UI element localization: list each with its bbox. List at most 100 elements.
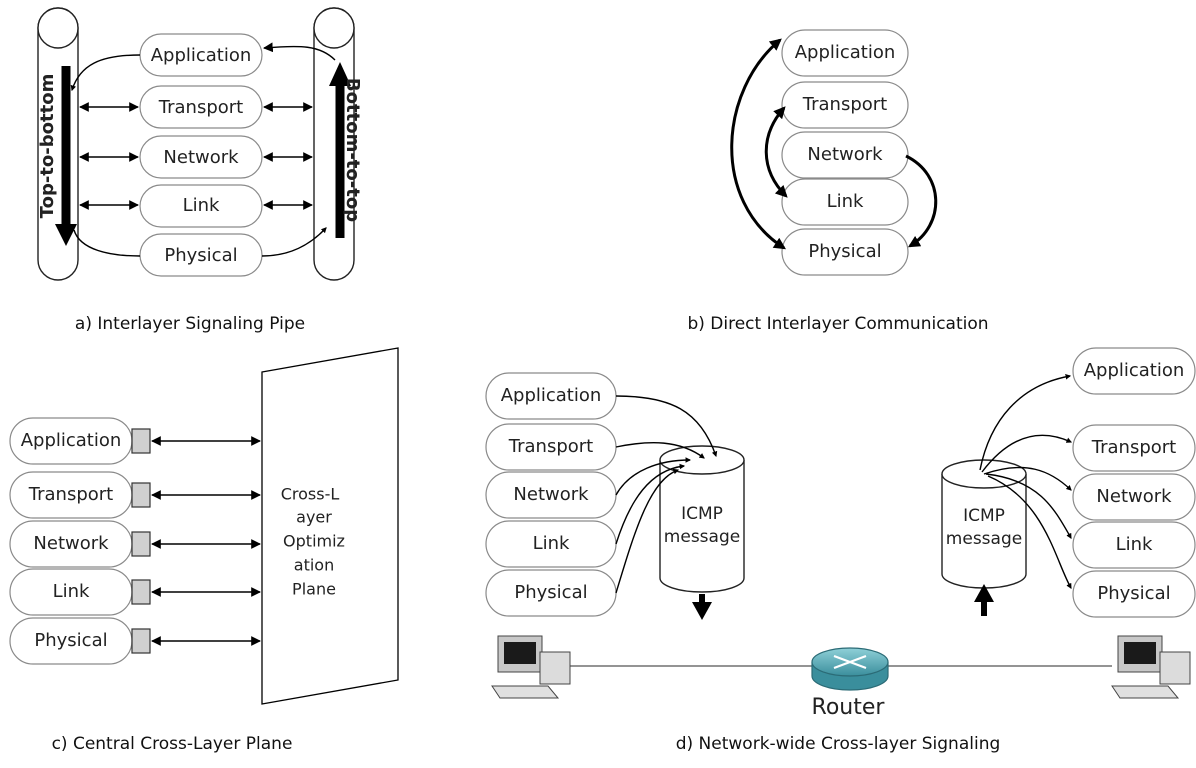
curve-left-pipe-to-physical [73,229,141,257]
left-computer-icon [491,635,571,699]
layer-label-application: Application [795,42,896,63]
layer-label-transport: Transport [28,484,113,505]
right-computer-icon [1111,635,1191,699]
layer-label-network: Network [513,484,589,505]
right-signaling-pipe: Bottom-to-top [313,7,363,281]
right-host-layers: Application Transport Network Link Physi… [1072,347,1196,618]
panel-c-layers: Application Transport Network Link Physi… [9,417,133,665]
layer-label-physical: Physical [514,582,587,603]
curve-icmp-to-physical [987,475,1072,589]
arrow-link-transport [764,106,788,198]
layer-label-link: Link [53,581,90,602]
layer-box-network [139,135,263,179]
layer-label-network: Network [1096,486,1172,507]
layer-label-application: Application [501,385,602,406]
panel-a-caption: a) Interlayer Signaling Pipe [75,314,305,334]
layer-label-physical: Physical [808,241,881,262]
left-pipe-label: Top-to-bottom [37,74,58,219]
layer-label-transport: Transport [158,97,243,118]
port-link [131,579,151,605]
layer-label-physical: Physical [34,630,107,651]
layer-box-physical [139,233,263,277]
left-icmp-line-1: ICMP [681,504,723,524]
layer-label-transport: Transport [508,436,593,457]
panel-c-connectors [151,436,261,646]
curve-transport-to-icmp [615,441,705,459]
port-application [131,428,151,454]
panel-a: Top-to-bottom Bottom-to-top Application … [37,7,363,334]
layer-label-link: Link [533,533,570,554]
panel-b-connectors [730,38,938,250]
arrow-app-to-left-pipe [70,54,141,92]
panel-b-caption: b) Direct Interlayer Communication [687,314,988,334]
arrow-right-pipe-to-app [263,42,336,61]
right-icmp-cylinder: ICMP message [941,459,1027,616]
up-arrow-icon [974,584,994,602]
plane-text-line-5: Plane [292,580,336,599]
layer-box-transport [1072,424,1196,472]
panel-d-caption: d) Network-wide Cross-layer Signaling [676,734,1001,754]
panel-a-layers: Application Transport Network Link Physi… [139,33,263,277]
layer-label-link: Link [183,195,220,216]
plane-text: Cross-L ayer Optimiz ation Plane [281,485,345,599]
layer-label-application: Application [1084,360,1185,381]
curve-application-to-icmp [615,395,718,458]
panel-c: Cross-L ayer Optimiz ation Plane Applica… [9,347,399,754]
down-arrow-icon [692,602,712,620]
curve-icmp-to-application [979,374,1072,471]
curve-physical-to-icmp [615,468,680,594]
layer-label-link: Link [827,191,864,212]
layer-label-network: Network [33,533,109,554]
layer-label-transport: Transport [1091,437,1176,458]
layer-box-network [1072,473,1196,521]
panel-b-layers: Application Transport Network Link Physi… [781,29,909,276]
layer-label-network: Network [807,144,883,165]
layer-label-network: Network [163,147,239,168]
layer-box-physical [1072,570,1196,618]
layer-box-link [1072,521,1196,569]
panel-d: Application Transport Network Link Physi… [485,347,1196,754]
panel-a-connectors [70,42,336,257]
cross-layer-plane [261,347,399,705]
left-host-layers: Application Transport Network Link Physi… [485,372,617,617]
left-icmp-line-2: message [664,527,740,547]
curve-link-to-icmp [615,463,686,545]
right-icmp-line-2: message [946,529,1022,549]
layer-label-transport: Transport [802,94,887,115]
layer-box-physical [781,228,909,276]
right-signal-curves [979,374,1073,589]
layer-box-application [1072,347,1196,395]
plane-text-line-1: Cross-L [281,485,340,504]
layer-box-transport [139,85,263,129]
panel-b: Application Transport Network Link Physi… [687,29,989,334]
curve-network-to-icmp [615,457,692,496]
arrow-physical-to-right-pipe [261,227,327,257]
panel-c-caption: c) Central Cross-Layer Plane [52,734,293,754]
layer-label-link: Link [1116,534,1153,555]
plane-text-line-3: Optimiz [283,532,345,551]
router-icon [811,647,889,691]
layer-box-link [139,184,263,228]
curve-icmp-to-link [985,473,1072,539]
left-signaling-pipe: Top-to-bottom [37,7,79,281]
curve-icmp-to-transport [981,434,1073,473]
arrow-physical-application [730,38,787,250]
plane-text-line-4: ation [294,556,334,575]
plane-text-line-2: ayer [296,508,332,527]
left-signal-curves [615,395,718,594]
layer-label-application: Application [151,45,252,66]
layer-label-physical: Physical [164,245,237,266]
arrow-network-to-physical [905,154,938,248]
port-transport [131,482,151,508]
left-icmp-cylinder: ICMP message [659,445,745,620]
right-pipe-label: Bottom-to-top [342,78,363,222]
port-physical [131,628,151,654]
port-network [131,531,151,557]
layer-label-application: Application [21,430,122,451]
panel-c-ports [131,428,151,654]
curve-icmp-to-network [983,466,1072,491]
router-label: Router [812,695,886,720]
layer-label-physical: Physical [1097,583,1170,604]
